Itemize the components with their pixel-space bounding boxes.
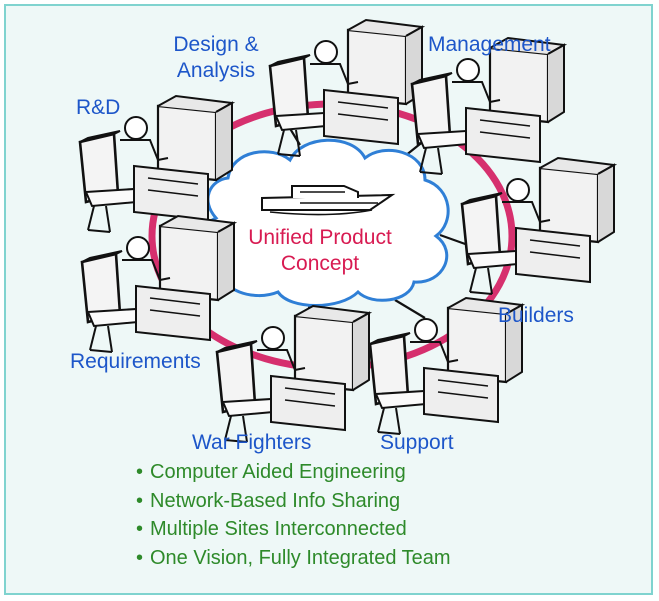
bullet-text: One Vision, Fully Integrated Team bbox=[150, 546, 451, 569]
bullet-dot-icon: • bbox=[136, 518, 144, 540]
node-label-design-line1: Design & bbox=[173, 33, 259, 56]
computer-workstation-icon bbox=[268, 18, 424, 158]
computer-workstation-icon bbox=[460, 156, 616, 296]
bullet-text: Computer Aided Engineering bbox=[150, 461, 406, 483]
bullet-item: • Multiple Sites Interconnected bbox=[136, 515, 451, 544]
computer-workstation-icon bbox=[215, 304, 371, 444]
bullet-dot-icon: • bbox=[136, 546, 144, 569]
node-label-builders: Builders bbox=[498, 304, 574, 327]
node-label-requirements: Requirements bbox=[70, 350, 201, 373]
cloud-icon bbox=[199, 138, 450, 307]
cloud-label-line1: Unified Product bbox=[248, 226, 392, 249]
bullet-text: Multiple Sites Interconnected bbox=[150, 518, 407, 540]
bullet-dot-icon: • bbox=[136, 461, 144, 483]
node-label-support: Support bbox=[380, 431, 454, 454]
bullet-item: • Computer Aided Engineering bbox=[136, 458, 451, 487]
node-label-management: Management bbox=[428, 33, 551, 56]
cloud-label-line2: Concept bbox=[280, 252, 360, 275]
node-label-rd: R&D bbox=[76, 96, 121, 119]
node-label-design-analysis: Design & Analysis bbox=[162, 32, 270, 84]
bullet-list: • Computer Aided Engineering • Network-Bas… bbox=[136, 458, 451, 572]
computer-workstation-icon bbox=[410, 36, 566, 176]
cloud-label: Unified Product Concept bbox=[210, 225, 430, 277]
bullet-dot-icon: • bbox=[136, 489, 144, 512]
bullet-item: • Network-Based Info Sharing bbox=[136, 487, 451, 516]
bullet-text: Network-Based Info Sharing bbox=[150, 489, 401, 512]
node-label-design-line2: Analysis bbox=[176, 59, 256, 82]
bullet-item: • One Vision, Fully Integrated Team bbox=[136, 544, 451, 573]
node-label-war-fighters: War Fighters bbox=[192, 431, 312, 454]
ship-icon bbox=[261, 185, 396, 216]
